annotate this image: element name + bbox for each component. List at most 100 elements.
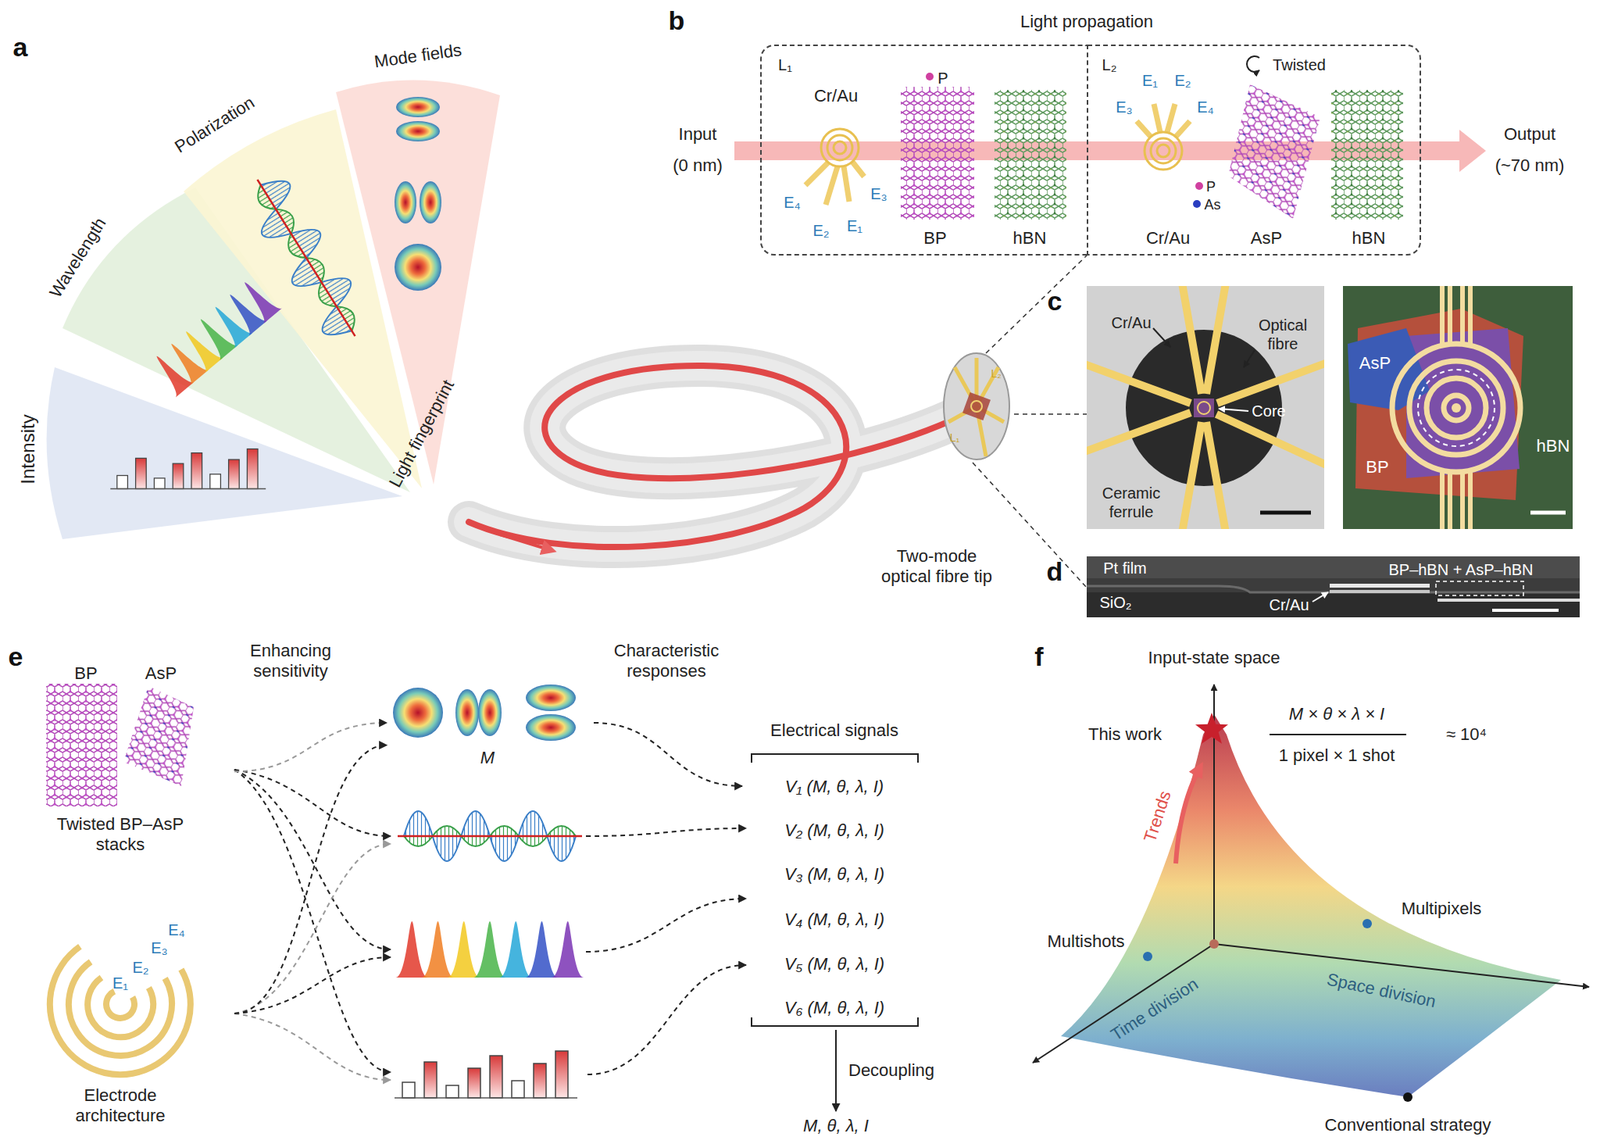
fibre-photo — [1153, 328, 1171, 347]
dashed-arrows — [234, 769, 747, 1080]
figure-label: Input-state space — [1148, 647, 1281, 668]
node-box: Electrical signalsV₁ (M, θ, λ, I)V₂ (M, … — [742, 717, 930, 1030]
fibre-photo — [1218, 408, 1249, 411]
fibre-coil — [468, 365, 973, 550]
device-photo — [1392, 343, 1521, 472]
device-photo — [1417, 369, 1495, 447]
figure-label: BP — [1365, 457, 1389, 478]
device-photo — [1443, 395, 1469, 421]
figure-label: L₂ — [990, 367, 1001, 381]
device-photo — [1392, 343, 1521, 472]
connector — [234, 722, 387, 772]
device-photo — [1347, 328, 1430, 411]
fibre-tip — [971, 400, 983, 412]
device-photo — [1451, 403, 1461, 413]
state-space-plot — [1195, 712, 1229, 744]
fibre-coil — [468, 365, 973, 547]
atom-dot — [1192, 200, 1201, 208]
cross-section — [1329, 589, 1430, 593]
illustration — [235, 166, 376, 350]
node-text: V₃ (M, θ, λ, I) — [784, 864, 885, 885]
state-space-plot — [1142, 951, 1153, 961]
node-box: L₂E₁E₂TwistedE₃E₄PAsCr/AuAsPhBN — [1086, 44, 1422, 256]
atom-dot — [925, 72, 934, 81]
panel-letter: e — [8, 640, 24, 673]
figure-label: Multishots — [1046, 931, 1125, 952]
node-box: E₄E₃E₂E₁Electrode architecture — [15, 921, 235, 1135]
asp-lattice — [1228, 84, 1321, 219]
fibre-coil — [468, 365, 973, 547]
illustration — [394, 1050, 578, 1098]
node-text: M — [480, 747, 495, 768]
fan-wedges — [46, 79, 500, 540]
node-text: As — [1203, 196, 1221, 215]
cross-section — [1086, 556, 1580, 618]
node-text: E₁ — [1142, 71, 1158, 90]
figure-label: Cr/Au — [1268, 595, 1309, 615]
figure-label: Cr/Au — [1110, 313, 1151, 333]
figure-label: Pt film — [1103, 558, 1147, 578]
node-text: E₄ — [167, 920, 186, 940]
cross-section — [1437, 598, 1580, 602]
node-text: hBN — [1352, 228, 1386, 249]
panel-letter: d — [1046, 555, 1064, 588]
illustration — [147, 274, 283, 397]
figure-label: BP–hBN + AsP–hBN — [1388, 560, 1533, 579]
illustration — [110, 449, 266, 490]
node-box: L₁Cr/AuPE₄E₂E₁E₃BPhBN — [760, 44, 1087, 256]
mode-field-icons — [396, 96, 440, 118]
node-text: P — [937, 68, 948, 88]
state-space-plot — [1403, 1092, 1413, 1102]
figure-label: Trends — [1139, 788, 1176, 846]
node-text: BP — [923, 228, 947, 249]
electrodes-l1 — [833, 141, 847, 154]
node-text: P — [1206, 178, 1216, 197]
cross-section — [1492, 608, 1559, 612]
mode-field-icons — [419, 181, 442, 224]
figure-label: 1 pixel × 1 shot — [1278, 745, 1396, 766]
figure-label: AsP — [1359, 353, 1391, 374]
twist-arrow — [1246, 56, 1260, 72]
node-text: AsP — [1250, 228, 1283, 249]
node-text: E₁ — [846, 216, 863, 236]
device-photo — [1342, 285, 1573, 529]
connector — [835, 1029, 837, 1111]
node-text: M, θ, λ, I — [803, 1115, 869, 1136]
electrodes-l1 — [805, 161, 865, 205]
dashed-arrows — [585, 898, 747, 952]
node-text: Twisted BP–AsP stacks — [53, 814, 187, 856]
node-text: V₅ (M, θ, λ, I) — [784, 953, 885, 975]
node-text: E₂ — [132, 957, 149, 977]
node-text: E₄ — [1196, 97, 1215, 117]
node-text: L₁ — [778, 55, 793, 75]
fibre-photo — [1243, 350, 1255, 368]
figure-label: Intensity — [17, 414, 40, 484]
stack-lattices — [123, 685, 194, 786]
device-photo — [1347, 285, 1524, 529]
hbn-lattice — [1331, 89, 1404, 220]
fibre-photo — [1086, 285, 1325, 529]
electrodes-l2 — [1136, 103, 1190, 170]
device-photo — [1426, 378, 1486, 438]
cross-section — [1086, 556, 1580, 579]
electrode-rings — [68, 961, 172, 1056]
cross-section — [1312, 592, 1329, 602]
node-text: V₄ (M, θ, λ, I) — [784, 909, 885, 930]
mode-field-row — [392, 684, 576, 741]
stack-lattices — [46, 683, 194, 807]
node-text: BP — [74, 663, 97, 684]
figure-label: Characteristic responses — [600, 640, 733, 683]
figure-label: Mode fields — [372, 39, 463, 73]
state-space-plot — [1032, 684, 1590, 1063]
state-space-plot — [1060, 714, 1561, 1097]
signal-bracket — [751, 753, 918, 1026]
cross-section — [1086, 556, 1580, 618]
figure-label: Light propagation — [1020, 11, 1154, 33]
connector — [234, 745, 387, 1014]
edge-label: Decoupling — [846, 1060, 936, 1081]
fibre-photo — [1086, 285, 1325, 529]
node-box: M — [386, 671, 594, 774]
electrode-rings — [50, 946, 191, 1075]
node-text: E₃ — [870, 184, 887, 204]
node-text: AsP — [145, 663, 177, 684]
